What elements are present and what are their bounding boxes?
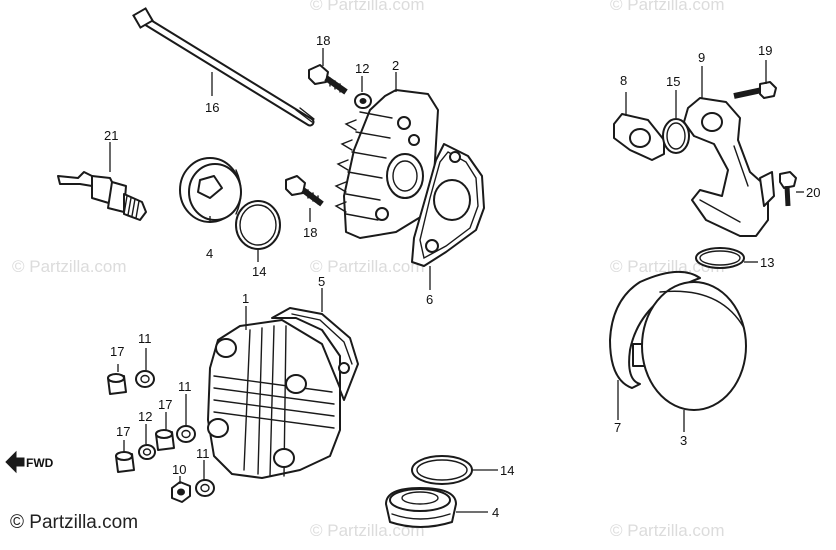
leader-lines [109,48,804,513]
callout-1: 1 [242,291,249,306]
callout-13: 13 [760,255,774,270]
callout-4: 4 [492,505,499,520]
watermark: © Partzilla.com [310,521,425,540]
callout-17: 17 [110,344,124,359]
part-18-bolt-lower [285,175,324,207]
callout-12: 12 [138,409,152,424]
part-3-air-cleaner-case [641,281,747,411]
part-17-cap-nut [115,451,135,473]
callout-4: 4 [206,246,213,261]
part-16-stud-bolt [132,7,315,127]
part-4-tappet-cap-lower [385,487,457,528]
callout-2: 2 [392,58,399,73]
part-13-o-ring [695,247,745,269]
callout-11: 11 [196,446,210,461]
callout-labels: 16 18 12 2 21 4 14 18 6 1 5 17 11 11 17 … [104,33,820,520]
part-5-head-cover-gasket [271,307,359,401]
callout-21: 21 [104,128,118,143]
part-11-washer [135,370,155,388]
callout-8: 8 [620,73,627,88]
part-6-gasket [411,143,485,267]
watermark: © Partzilla.com [310,0,425,14]
callout-18: 18 [316,33,330,48]
callout-17: 17 [158,397,172,412]
part-10-nut [171,481,191,503]
callout-20: 20 [806,185,820,200]
callout-17: 17 [116,424,130,439]
callout-15: 15 [666,74,680,89]
watermark: © Partzilla.com [610,0,725,14]
part-18-bolt-upper [308,64,348,95]
watermark: © Partzilla.com [310,257,425,276]
part-1-cylinder-head-cover [207,319,341,479]
callout-11: 11 [178,379,192,394]
part-17-cap-nut [155,429,175,451]
callout-19: 19 [758,43,772,58]
part-17-cap-nut [107,373,127,395]
callout-9: 9 [698,50,705,65]
direction-label: FWD [26,456,54,470]
part-20-bolt [779,171,797,207]
part-12-washer-upper [354,93,372,109]
part-11-washer [195,479,215,497]
callout-12: 12 [355,61,369,76]
callout-14: 14 [500,463,514,478]
part-4-tappet-cap-upper [179,157,242,223]
part-8-insulator [613,113,665,161]
part-21-spark-plug [57,171,147,221]
callout-3: 3 [680,433,687,448]
callout-11: 11 [138,331,152,346]
callout-5: 5 [318,274,325,289]
part-12-washer-lower [138,444,156,460]
hardware-group [107,370,215,503]
callout-10: 10 [172,462,186,477]
callout-6: 6 [426,292,433,307]
callout-7: 7 [614,420,621,435]
callout-14: 14 [252,264,266,279]
part-14-o-ring-lower [411,455,473,485]
watermark: © Partzilla.com [12,257,127,276]
part-15-o-ring [662,118,690,154]
part-2-side-cover [334,89,439,239]
watermark: © Partzilla.com [610,257,725,276]
watermark-main: © Partzilla.com [10,512,138,533]
watermark-layer: © Partzilla.com © Partzilla.com © Partzi… [12,0,725,540]
forward-arrow-icon: FWD [5,450,54,474]
part-14-o-ring-upper [235,200,281,250]
part-19-bolt [733,81,777,99]
callout-18: 18 [303,225,317,240]
part-11-washer [176,425,196,443]
watermark: © Partzilla.com [610,521,725,540]
part-9-intake-pipe [683,97,775,237]
callout-16: 16 [205,100,219,115]
